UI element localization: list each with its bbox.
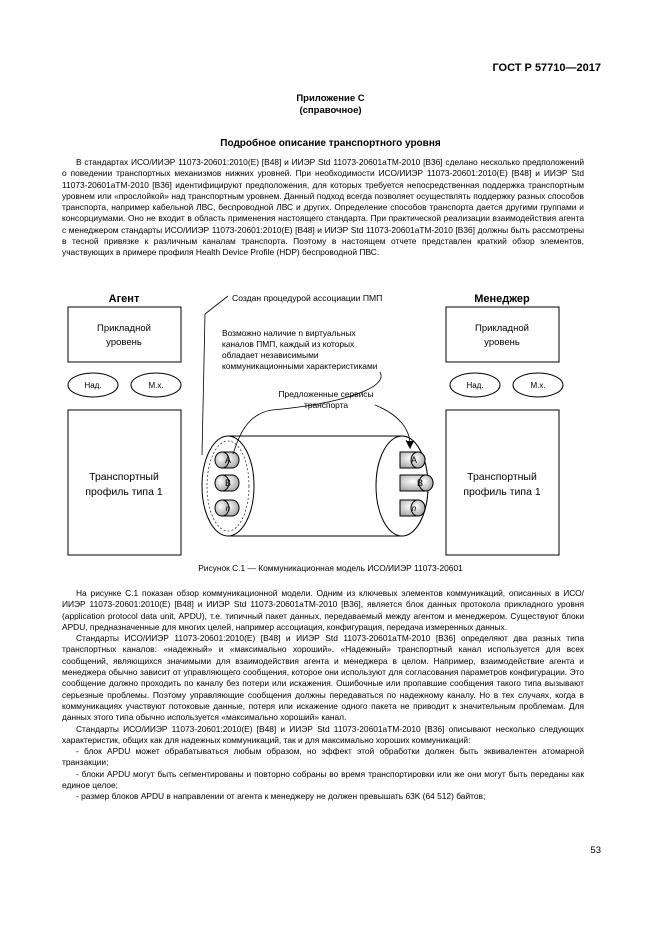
- body-text: На рисунке С.1 показан обзор коммуникаци…: [62, 588, 584, 803]
- figure-caption: Рисунок С.1 — Коммуникационная модель ИС…: [198, 563, 463, 573]
- list-item: - блок APDU может обрабатываться любым о…: [62, 746, 584, 768]
- note-virtual-line1: Возможно наличие n виртуальных: [222, 328, 357, 338]
- manager-transport-line1: Транспортный: [467, 471, 537, 483]
- agent-transport-box: [67, 409, 182, 556]
- agent-nad-label: Над.: [84, 381, 101, 390]
- note-services-line1: Предложенные сервисы: [279, 389, 374, 399]
- agent-app-layer-box: [67, 306, 182, 363]
- list-item: - размер блоков APDU в направлении от аг…: [76, 791, 486, 802]
- note-created: Создан процедурой ассоциации ПМП: [232, 293, 382, 303]
- page-number: 53: [590, 845, 601, 856]
- list-item: - блоки APDU могут быть сегментированы и…: [62, 768, 584, 791]
- arrow-head: [406, 441, 414, 449]
- agent-app-layer-line2: уровень: [106, 337, 142, 348]
- standard-header: ГОСТ Р 57710—2017: [492, 62, 601, 74]
- body-paragraph: Стандарты ИСО/ИИЭР 11073-20601:2010(E) […: [62, 633, 584, 723]
- left-channel-a-label: A: [225, 455, 231, 465]
- right-channels: [399, 451, 434, 517]
- note-virtual-line3: обладает независимыми: [222, 350, 319, 360]
- body-paragraph: Стандарты ИСО/ИИЭР 11073-20601:2010(E) […: [62, 723, 584, 745]
- appendix-title: Приложение С (справочное): [0, 93, 661, 117]
- left-channel-n-label: n: [226, 504, 231, 513]
- note-services-line2: транспорта: [304, 400, 348, 410]
- appendix-title-text: Приложение С: [296, 93, 365, 104]
- manager-app-layer-line2: уровень: [484, 337, 520, 348]
- agent-transport-line1: Транспортный: [89, 471, 159, 483]
- agent-label: Агент: [109, 293, 140, 305]
- manager-nad-label: Над.: [466, 381, 483, 390]
- right-channel-b-label: B: [417, 478, 423, 488]
- leader-lines: [201, 295, 414, 456]
- note-virtual-line4: коммуникационными характеристиками: [222, 361, 378, 371]
- left-channel-b-label: B: [225, 478, 231, 488]
- appendix-subtitle: (справочное): [299, 105, 362, 116]
- manager-label: Менеджер: [474, 293, 530, 305]
- communication-model-figure: Агент Прикладной уровень Над. М.х. Транс…: [67, 293, 564, 556]
- manager-app-layer-box: [445, 306, 560, 363]
- section-title: Подробное описание транспортного уровня: [220, 138, 441, 149]
- manager-mx-ellipse: [512, 372, 564, 398]
- agent-nad-ellipse: [67, 372, 119, 398]
- intro-paragraph-block: В стандартах ИСО/ИИЭР 11073-20601:2010(E…: [62, 157, 584, 259]
- manager-app-layer-line1: Прикладной: [475, 323, 529, 334]
- right-channel-n-label: n: [412, 504, 417, 513]
- manager-transport-line2: профиль типа 1: [463, 486, 541, 498]
- body-paragraph: На рисунке С.1 показан обзор коммуникаци…: [62, 588, 584, 632]
- left-channels: [214, 451, 240, 517]
- agent-transport-line2: профиль типа 1: [85, 486, 163, 498]
- agent-mx-ellipse: [130, 372, 182, 398]
- manager-nad-ellipse: [449, 372, 501, 398]
- intro-paragraph: В стандартах ИСО/ИИЭР 11073-20601:2010(E…: [62, 157, 584, 258]
- agent-app-layer-line1: Прикладной: [97, 323, 151, 334]
- manager-mx-label: М.х.: [530, 381, 545, 390]
- agent-mx-label: М.х.: [148, 381, 163, 390]
- note-virtual-line2: каналов ПМП, каждый из которых: [222, 339, 355, 349]
- right-channel-a-label: A: [411, 455, 417, 465]
- manager-transport-box: [445, 409, 560, 556]
